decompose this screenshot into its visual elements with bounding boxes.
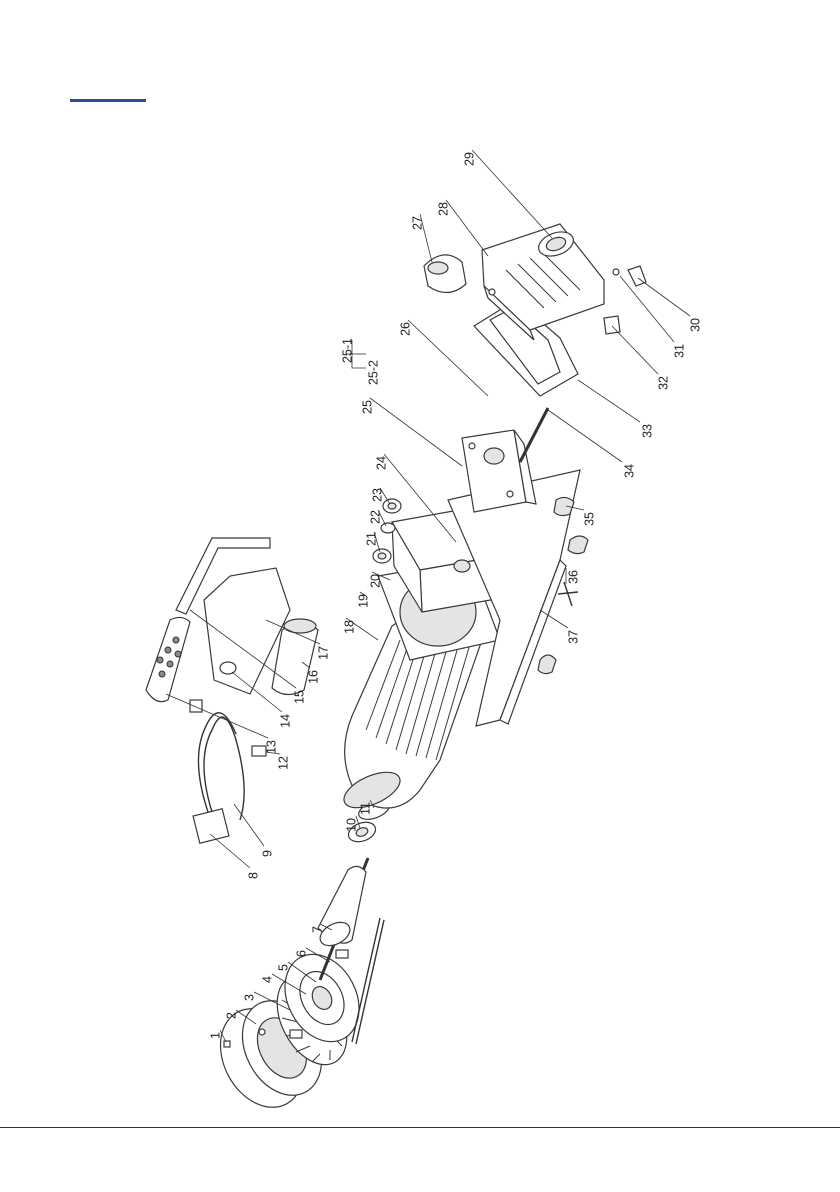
callout-16: 16 [306, 670, 320, 684]
callout-20: 20 [368, 574, 382, 588]
callout-21: 21 [364, 532, 378, 546]
callout-26: 26 [398, 322, 412, 336]
callout-27: 27 [410, 216, 424, 230]
part-grommet [220, 662, 236, 674]
callout-3: 3 [242, 994, 256, 1001]
callout-7: 7 [310, 926, 324, 933]
callout-17: 17 [316, 646, 330, 660]
callout-22: 22 [368, 510, 382, 524]
callout-18: 18 [342, 620, 356, 634]
callout-34: 34 [622, 464, 636, 478]
callout-15: 15 [292, 690, 306, 704]
part-filter [424, 255, 466, 293]
callout-1: 1 [208, 1032, 222, 1039]
part-valve-block [462, 430, 536, 512]
callout-4: 4 [260, 976, 274, 983]
callout-37: 37 [566, 630, 580, 644]
callout-19: 19 [356, 594, 370, 608]
callout-25: 25 [360, 400, 374, 414]
callout-11: 11 [358, 802, 372, 815]
callout-31: 31 [672, 344, 686, 358]
callout-5: 5 [276, 964, 290, 971]
part-filter-sleeve [146, 617, 190, 701]
callout-29: 29 [462, 152, 476, 166]
callout-24: 24 [374, 456, 388, 470]
callout-25-1: 25-1 [340, 338, 354, 363]
callout-6: 6 [294, 950, 308, 957]
callout-35: 35 [582, 512, 596, 526]
callout-10: 10 [344, 818, 358, 832]
callout-32: 32 [656, 376, 670, 390]
callout-28: 28 [436, 202, 450, 216]
part-through-bolt [352, 918, 384, 1044]
callout-14: 14 [278, 714, 292, 728]
callout-33: 33 [640, 424, 654, 438]
part-screw [224, 1041, 230, 1047]
callout-8: 8 [246, 872, 260, 879]
callout-36: 36 [566, 570, 580, 584]
part-rod [520, 408, 548, 462]
callout-2: 2 [224, 1012, 238, 1019]
callout-9: 9 [260, 850, 274, 857]
callout-23: 23 [370, 488, 384, 502]
callout-30: 30 [688, 318, 702, 332]
callout-25-2: 25-2 [366, 360, 380, 385]
footer-rule [0, 1127, 840, 1128]
callout-13: 13 [264, 740, 278, 754]
part-power-cord [190, 700, 244, 843]
callout-12: 12 [276, 756, 290, 770]
